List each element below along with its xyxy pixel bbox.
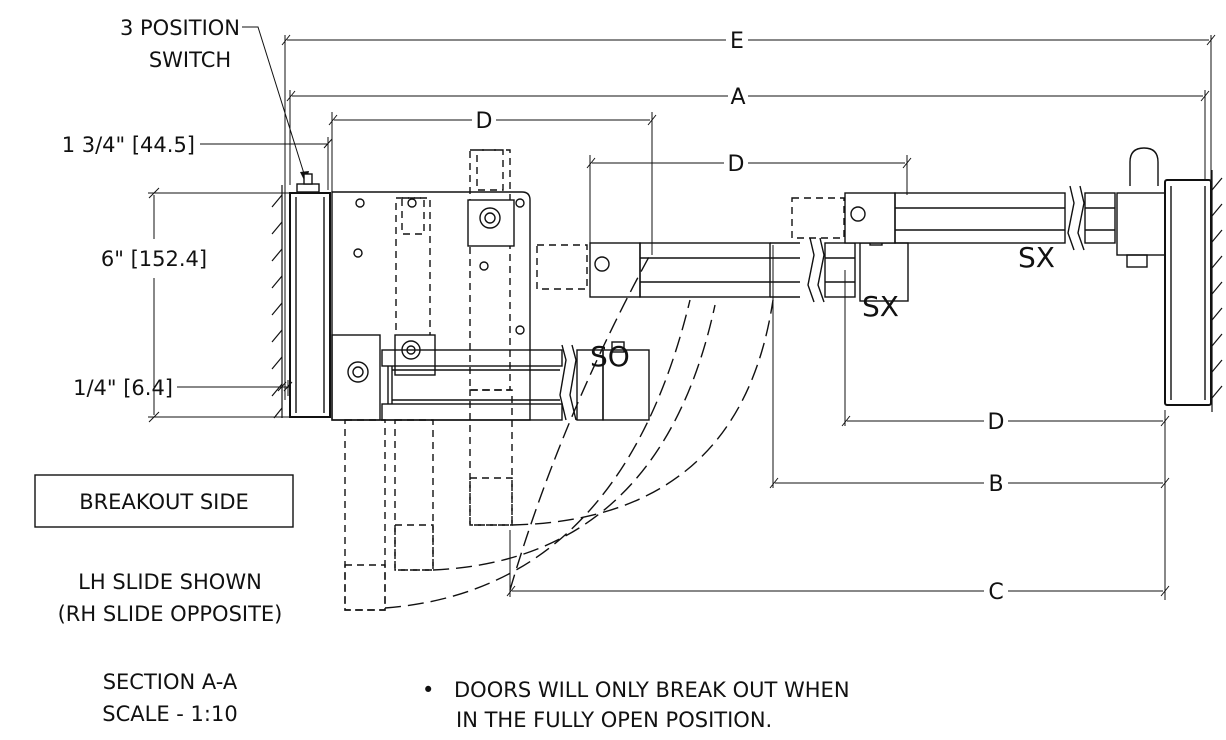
lh-slide-label: LH SLIDE SHOWN: [78, 570, 262, 594]
breakout-door-2: [394, 419, 434, 571]
dim-label-6: 6" [152.4]: [101, 247, 207, 271]
breakout-side-box: [34, 474, 294, 528]
sx-panel-mid: [791, 185, 1116, 251]
left-wall-hatch: [271, 185, 283, 419]
switch-leader: [242, 26, 309, 184]
dimension-a: [286, 90, 1210, 185]
dim-label-e: E: [730, 29, 744, 54]
dim-1-3-4-leader: [200, 137, 333, 190]
dimension-e: [281, 34, 1216, 400]
dim-label-1-3-4: 1 3/4" [44.5]: [62, 133, 195, 157]
dim-6-vertical: [148, 187, 295, 423]
right-wall-hatch: [1211, 170, 1223, 412]
dimension-d-lower: [841, 270, 1170, 600]
right-operator: [1116, 147, 1212, 406]
dim-label-1-4: 1/4" [6.4]: [73, 376, 173, 400]
open-panel-1: [394, 197, 436, 376]
swing-arcs: [384, 254, 774, 609]
section-label: SECTION A-A: [103, 670, 238, 694]
note-line1: DOORS WILL ONLY BREAK OUT WHEN: [454, 678, 850, 702]
header-housing: [331, 191, 531, 421]
dim-label-d-top-mid: D: [728, 152, 745, 177]
breakout-side-label: BREAKOUT SIDE: [79, 490, 249, 514]
dim-label-d-lower: D: [988, 410, 1005, 435]
switch-symbol: [296, 173, 320, 193]
breakout-door-3: [469, 389, 513, 526]
dimension-c: [506, 530, 1170, 597]
dimension-b: [769, 245, 1170, 489]
so-panel: [536, 234, 909, 303]
panel-label-sx-right: SX: [1018, 241, 1055, 274]
rh-slide-label: (RH SLIDE OPPOSITE): [58, 602, 283, 626]
panel-label-so: SO: [590, 340, 630, 373]
switch-label-line1: 3 POSITION: [120, 16, 240, 40]
open-panel-2: [467, 149, 515, 391]
track-rail-left: [331, 334, 650, 421]
breakout-door-1: [344, 419, 386, 611]
scale-label: SCALE - 1:10: [102, 702, 237, 726]
left-jamb: [289, 192, 331, 418]
dimension-d-top-mid: [586, 155, 912, 245]
dim-label-d-top-left: D: [476, 109, 493, 134]
dim-label-c: C: [988, 580, 1003, 605]
dim-label-b: B: [988, 472, 1003, 497]
note-bullet: •: [422, 678, 434, 702]
switch-label-line2: SWITCH: [149, 48, 231, 72]
note-line2: IN THE FULLY OPEN POSITION.: [456, 708, 772, 732]
dim-label-a: A: [730, 85, 745, 110]
panel-label-sx-mid: SX: [862, 290, 899, 323]
